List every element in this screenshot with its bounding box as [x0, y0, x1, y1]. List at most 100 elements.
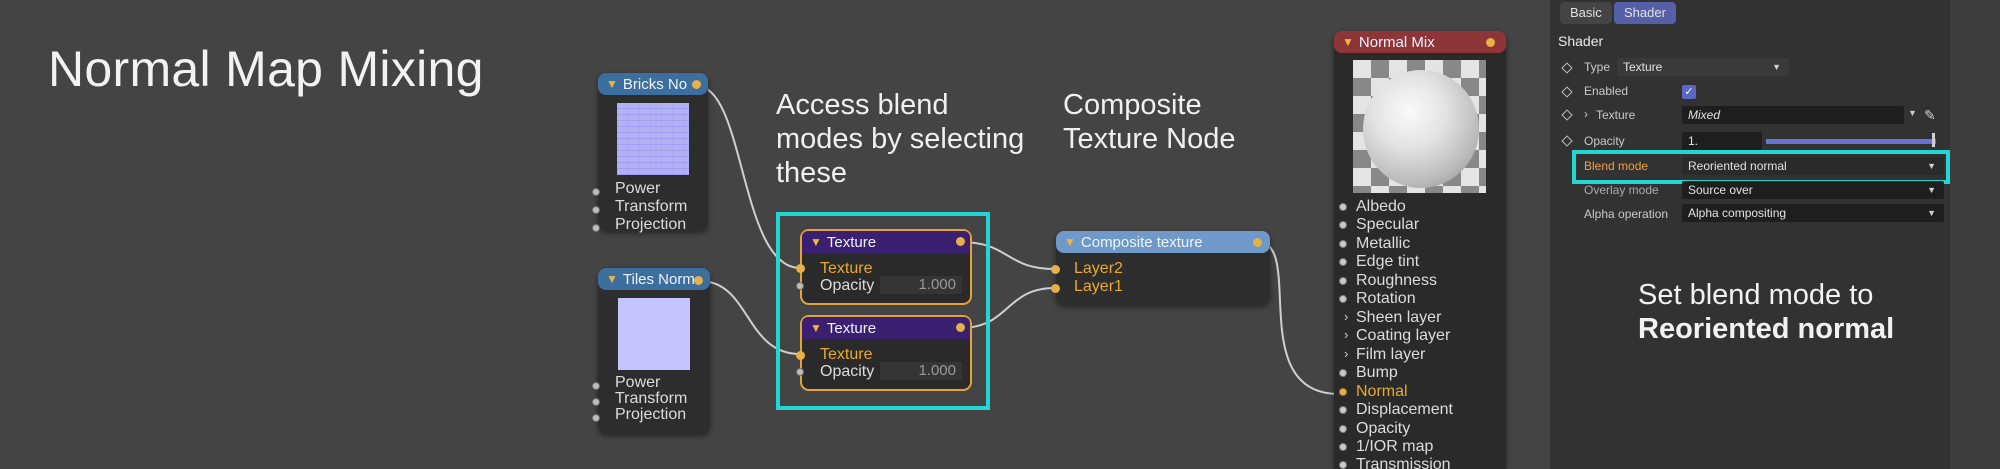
collapse-triangle-icon[interactable]: ▼	[606, 272, 618, 286]
input-albedo-label: Albedo	[1356, 198, 1406, 215]
texture-top-texture-port[interactable]	[796, 264, 805, 273]
collapse-triangle-icon[interactable]: ▼	[606, 77, 618, 91]
bricks-projection-port[interactable]	[592, 224, 600, 232]
texture-bottom-output-port[interactable]	[956, 323, 965, 332]
texture-node-top[interactable]: ▼ Texture Texture Opacity 1.000	[796, 229, 972, 305]
bricks-node[interactable]: ▼ Bricks No Power Transform Projection	[592, 73, 708, 233]
group-film-layer[interactable]: › Film layer	[1344, 346, 1426, 364]
panel-edge	[1950, 0, 2000, 469]
bricks-port-power: Power	[615, 180, 661, 197]
texture-bottom-texture-port[interactable]	[796, 351, 805, 360]
opacity-field[interactable]: 1.	[1682, 132, 1762, 150]
texture-top-output-port[interactable]	[956, 237, 965, 246]
specular-port[interactable]	[1339, 221, 1347, 229]
input-ior-map-label: 1/IOR map	[1356, 438, 1434, 455]
group-sheen-layer[interactable]: ›Sheen layer	[1344, 309, 1441, 327]
overlay-mode-select[interactable]: Source over ▼	[1682, 181, 1944, 199]
texture-field[interactable]: Mixed	[1682, 106, 1904, 124]
access-annotation-line1: Access blend	[776, 89, 949, 121]
input-edge-tint[interactable]: Edge tint	[1339, 253, 1419, 271]
enabled-checkbox[interactable]: ✓	[1682, 85, 1696, 99]
collapse-triangle-icon[interactable]: ▼	[810, 235, 822, 249]
collapse-triangle-icon[interactable]: ▼	[1342, 35, 1354, 49]
bricks-transform-port[interactable]	[592, 206, 600, 214]
chevron-right-icon[interactable]: ›	[1344, 327, 1349, 342]
displacement-port[interactable]	[1339, 406, 1347, 414]
input-rotation[interactable]: Rotation	[1339, 290, 1416, 308]
set-blend-annotation: Set blend mode to Reoriented normal	[1638, 278, 1894, 346]
bricks-output-port[interactable]	[692, 80, 701, 89]
texture-node-bottom[interactable]: ▼ Texture Texture Opacity 1.000	[796, 315, 972, 391]
opacity-port[interactable]	[1339, 425, 1347, 433]
texture-nodes-highlight	[776, 212, 990, 410]
input-roughness[interactable]: Roughness	[1339, 272, 1437, 290]
bricks-node-header[interactable]: ▼ Bricks No	[598, 73, 708, 95]
texture-top-opacity-value[interactable]: 1.000	[880, 276, 962, 294]
input-albedo[interactable]: Albedo	[1339, 198, 1406, 216]
albedo-port[interactable]	[1339, 203, 1347, 211]
composite-output-port[interactable]	[1253, 238, 1262, 247]
texture-dropdown-icon[interactable]: ▼	[1908, 108, 1917, 118]
tiles-node[interactable]: ▼ Tiles Norm Power Transform Projection	[592, 268, 710, 434]
opacity-slider[interactable]	[1766, 139, 1936, 144]
ior-map-port[interactable]	[1339, 443, 1347, 451]
collapse-triangle-icon[interactable]: ▼	[810, 321, 822, 335]
rotation-port[interactable]	[1339, 295, 1347, 303]
collapse-triangle-icon[interactable]: ▼	[1064, 235, 1076, 249]
texture-node-bottom-header[interactable]: ▼ Texture	[802, 317, 970, 339]
alpha-operation-select[interactable]: Alpha compositing ▼	[1682, 204, 1944, 222]
composite-annotation-line1: Composite	[1063, 89, 1202, 121]
tiles-transform-port[interactable]	[592, 398, 600, 406]
texture-expand-chevron[interactable]: ›	[1584, 107, 1588, 121]
normal-mix-title: Normal Mix	[1358, 33, 1435, 51]
input-roughness-label: Roughness	[1356, 272, 1437, 289]
dropdown-arrow-icon: ▼	[1927, 161, 1936, 171]
tab-shader[interactable]: Shader	[1614, 2, 1676, 24]
tiles-projection-port[interactable]	[592, 414, 600, 422]
input-opacity[interactable]: Opacity	[1339, 420, 1410, 438]
tiles-output-port[interactable]	[694, 276, 703, 285]
tiles-power-port[interactable]	[592, 382, 600, 390]
texture-bottom-opacity-port[interactable]	[796, 368, 804, 376]
tiles-node-header[interactable]: ▼ Tiles Norm	[598, 268, 710, 290]
normal-mix-header[interactable]: ▼ Normal Mix	[1334, 31, 1506, 53]
composite-node-header[interactable]: ▼ Composite texture	[1056, 231, 1270, 253]
inspector-panel	[1550, 0, 1950, 469]
texture-top-opacity-port[interactable]	[796, 282, 804, 290]
blend-mode-select[interactable]: Reoriented normal ▼	[1682, 157, 1944, 175]
tab-basic[interactable]: Basic	[1560, 2, 1612, 24]
roughness-port[interactable]	[1339, 277, 1347, 285]
normal-port[interactable]	[1339, 388, 1347, 396]
transmission-port[interactable]	[1339, 461, 1347, 469]
normal-mix-output-port[interactable]	[1486, 38, 1495, 47]
metallic-port[interactable]	[1339, 240, 1347, 248]
preview-sphere	[1363, 70, 1479, 188]
composite-layer1-port[interactable]	[1051, 284, 1060, 293]
texture-node-top-title: Texture	[826, 233, 877, 251]
input-normal[interactable]: Normal	[1339, 383, 1408, 401]
input-bump[interactable]: Bump	[1339, 364, 1398, 382]
bricks-power-port[interactable]	[592, 188, 600, 196]
input-specular[interactable]: Specular	[1339, 216, 1419, 234]
chevron-right-icon[interactable]: ›	[1344, 346, 1349, 361]
edge-tint-port[interactable]	[1339, 258, 1347, 266]
type-select[interactable]: Texture ▼	[1617, 58, 1789, 76]
input-displacement[interactable]: Displacement	[1339, 401, 1453, 419]
normal-mix-node[interactable]: ▼ Normal Mix Albedo Specular Metallic Ed…	[1334, 31, 1506, 469]
texture-bottom-opacity-value[interactable]: 1.000	[880, 362, 962, 380]
composite-texture-node[interactable]: ▼ Composite texture Layer2 Layer1	[1051, 231, 1270, 305]
input-ior-map[interactable]: 1/IOR map	[1339, 438, 1434, 456]
tiles-thumbnail	[618, 298, 690, 370]
input-transmission[interactable]: Transmission	[1339, 456, 1451, 469]
group-coating-layer[interactable]: ›Coating layer	[1344, 327, 1450, 345]
chevron-right-icon[interactable]: ›	[1344, 309, 1349, 324]
texture-node-top-header[interactable]: ▼ Texture	[802, 231, 970, 253]
pen-icon[interactable]: ✎	[1924, 107, 1936, 123]
bump-port[interactable]	[1339, 369, 1347, 377]
composite-layer2-port[interactable]	[1051, 265, 1060, 274]
input-metallic[interactable]: Metallic	[1339, 235, 1410, 253]
group-film-layer-label: Film layer	[1356, 346, 1426, 363]
opacity-slider-handle[interactable]	[1932, 133, 1935, 147]
tiles-port-projection: Projection	[615, 406, 687, 423]
alpha-operation-value: Alpha compositing	[1688, 206, 1787, 220]
